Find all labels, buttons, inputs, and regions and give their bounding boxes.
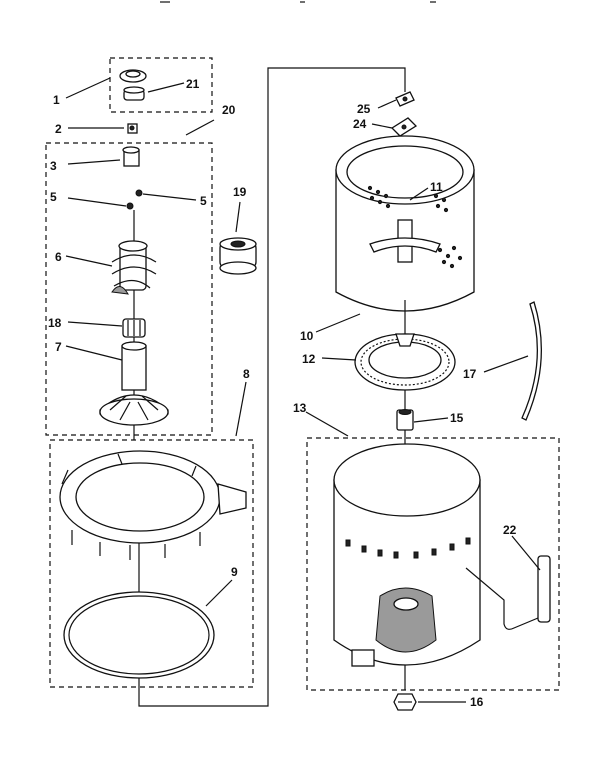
group-box-13 bbox=[306, 437, 560, 691]
callout-9: 9 bbox=[231, 565, 238, 579]
callout-20: 20 bbox=[222, 103, 236, 117]
callout-5-right: 5 bbox=[200, 194, 207, 208]
hose-part bbox=[465, 555, 551, 630]
callout-8: 8 bbox=[243, 367, 250, 381]
callout-13: 13 bbox=[293, 401, 307, 415]
bent-rod-part bbox=[521, 301, 543, 421]
dog-part-right bbox=[135, 189, 143, 197]
auger-part bbox=[111, 240, 157, 295]
tub-slots bbox=[345, 537, 471, 559]
callout-18: 18 bbox=[48, 316, 62, 330]
agitator-base-part bbox=[99, 341, 169, 426]
clutch-ring-part bbox=[354, 333, 456, 391]
callout-16: 16 bbox=[470, 695, 484, 709]
tub-ring-part bbox=[59, 450, 247, 560]
group-box-20 bbox=[45, 142, 213, 436]
callout-15: 15 bbox=[450, 411, 464, 425]
bushing-part bbox=[122, 318, 146, 338]
basket-perforations bbox=[367, 185, 463, 269]
callout-10: 10 bbox=[300, 329, 314, 343]
dog-part-left bbox=[126, 202, 134, 210]
outer-tub-part bbox=[333, 443, 481, 667]
callout-11: 11 bbox=[430, 180, 443, 194]
callout-6: 6 bbox=[55, 250, 62, 264]
group-box-21 bbox=[109, 57, 213, 113]
gasket-part bbox=[63, 591, 215, 679]
callout-7: 7 bbox=[55, 340, 62, 354]
callout-12: 12 bbox=[302, 352, 316, 366]
callout-21: 21 bbox=[186, 77, 200, 91]
tub-nut-part bbox=[393, 693, 417, 711]
callout-17: 17 bbox=[463, 367, 477, 381]
seal-ring-part bbox=[123, 86, 145, 101]
pump-cap-part bbox=[219, 237, 257, 275]
bolt-part bbox=[127, 123, 138, 134]
callout-2: 2 bbox=[55, 122, 62, 136]
callout-25: 25 bbox=[357, 102, 371, 116]
cam-part bbox=[122, 146, 140, 167]
group-box-8 bbox=[49, 439, 254, 688]
hub-nut-part bbox=[395, 91, 415, 107]
callout-24: 24 bbox=[353, 117, 367, 131]
drive-block-part bbox=[396, 409, 414, 431]
hub-plate-part bbox=[390, 117, 418, 137]
callout-5-left: 5 bbox=[50, 190, 57, 204]
leader-lines bbox=[65, 77, 541, 703]
callout-3: 3 bbox=[50, 159, 57, 173]
callout-19: 19 bbox=[233, 185, 247, 199]
spin-basket-part bbox=[335, 135, 475, 312]
callout-22: 22 bbox=[503, 523, 517, 537]
agitator-cap-part bbox=[119, 69, 147, 83]
callout-1: 1 bbox=[53, 93, 60, 107]
